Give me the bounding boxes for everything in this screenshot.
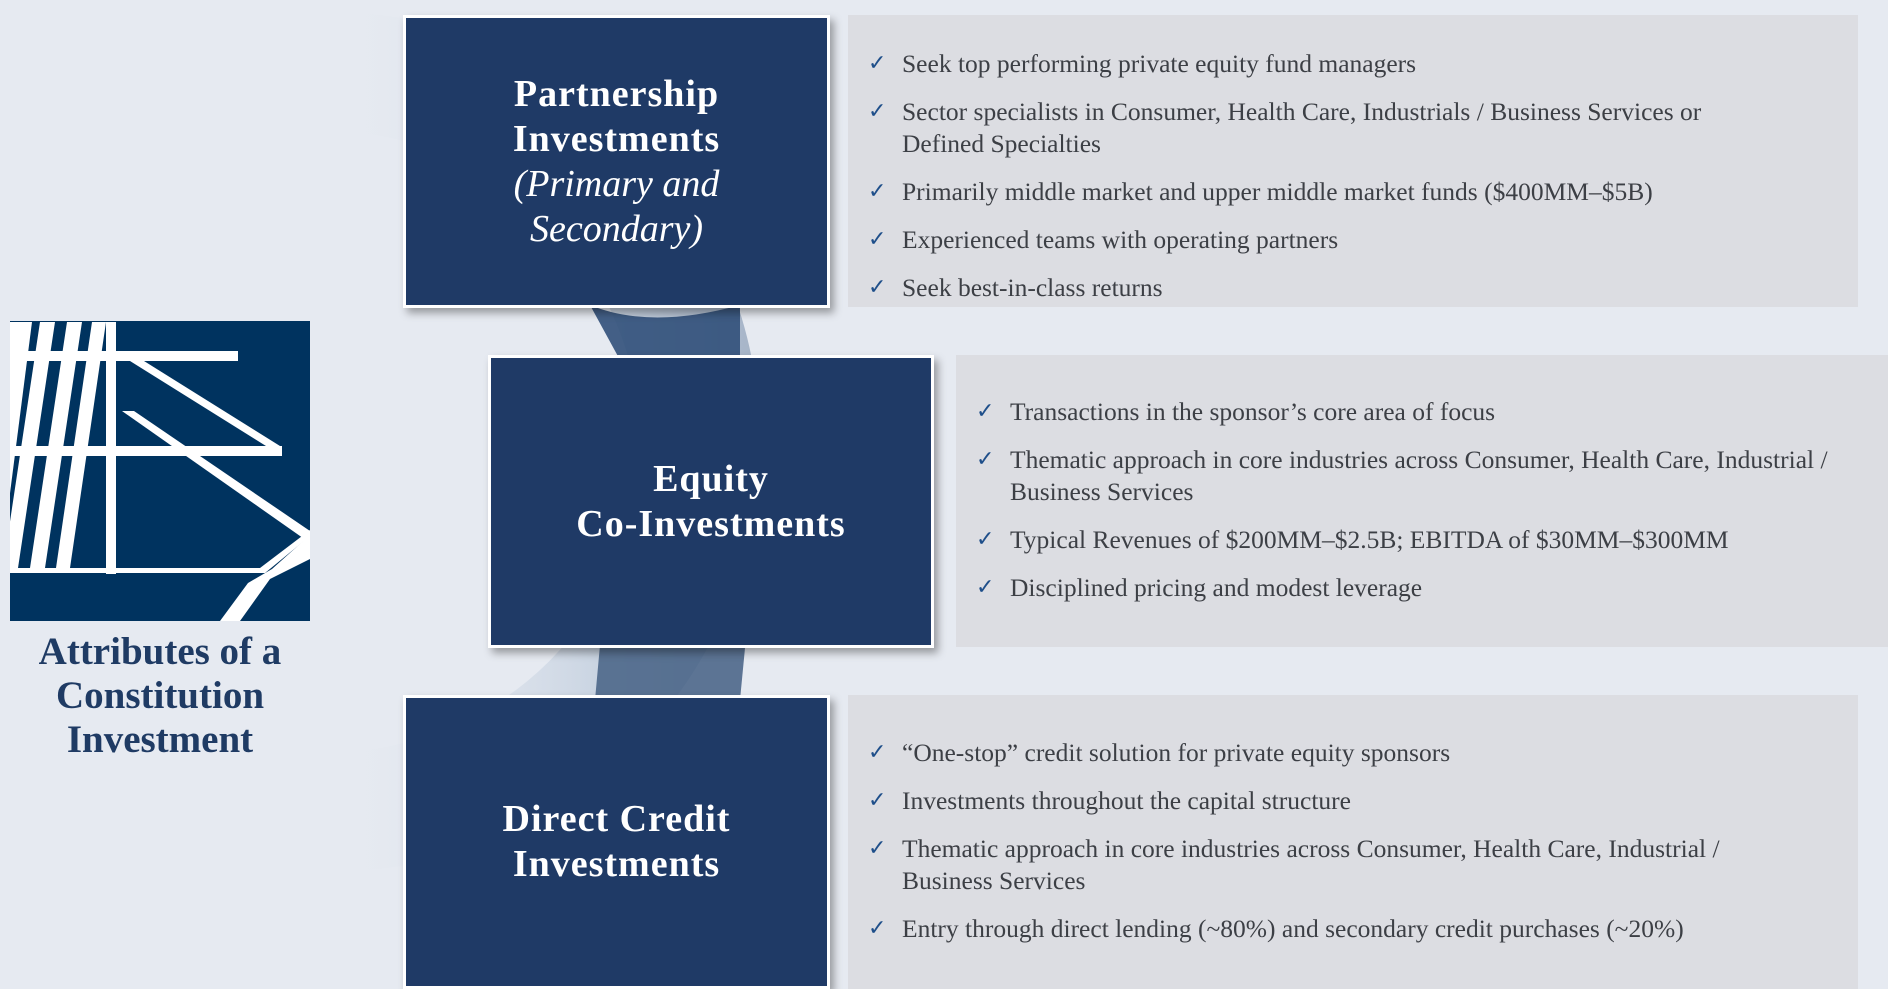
bullet-item: ✓ “One-stop” credit solution for private … [868, 737, 1838, 769]
partnership-investments-box: Partnership Investments (Primary and Sec… [403, 15, 830, 308]
bullet-item: ✓ Transactions in the sponsor’s core area… [976, 396, 1878, 428]
check-icon: ✓ [868, 916, 887, 941]
bullet-item: ✓ Seek best-in-class returns [868, 272, 1838, 304]
bullet-text: Sector specialists in Consumer, Health C… [902, 97, 1702, 158]
bullet-text: Primarily middle market and upper middle… [902, 177, 1653, 206]
check-icon: ✓ [868, 275, 887, 300]
box-title-line: Co-Investments [576, 502, 846, 545]
partnership-bullets-panel: ✓ Seek top performing private equity fund… [848, 15, 1858, 307]
check-icon: ✓ [976, 447, 995, 472]
title-line: Attributes of a [38, 630, 282, 673]
check-icon: ✓ [868, 99, 887, 124]
check-icon: ✓ [976, 527, 995, 552]
bullet-text: Disciplined pricing and modest leverage [1010, 573, 1423, 602]
bullet-text: Transactions in the sponsor’s core area … [1010, 397, 1496, 426]
direct-credit-bullets-panel: ✓ “One-stop” credit solution for private … [848, 695, 1858, 989]
bullet-item: ✓ Primarily middle market and upper middl… [868, 176, 1838, 208]
bullet-text: Entry through direct lending (~80%) and … [902, 914, 1684, 943]
equity-bullets-panel: ✓ Transactions in the sponsor’s core area… [956, 355, 1888, 647]
box-title-line: Investments [512, 843, 721, 885]
bullet-text: Thematic approach in core industries acr… [902, 834, 1720, 895]
bullet-item: ✓ Investments throughout the capital stru… [868, 785, 1838, 817]
bullet-item: ✓ Thematic approach in core industries ac… [976, 444, 1878, 508]
bullet-item: ✓ Seek top performing private equity fund… [868, 48, 1838, 80]
bullet-list: ✓ “One-stop” credit solution for private … [868, 737, 1838, 945]
box-title-line: Direct Credit [502, 798, 731, 840]
bullet-text: Thematic approach in core industries acr… [1010, 445, 1828, 506]
check-icon: ✓ [868, 179, 887, 204]
check-icon: ✓ [868, 227, 887, 252]
check-icon: ✓ [868, 788, 887, 813]
bullet-list: ✓ Seek top performing private equity fund… [868, 48, 1838, 304]
bullet-item: ✓ Disciplined pricing and modest leverage [976, 572, 1878, 604]
check-icon: ✓ [976, 575, 995, 600]
box-subtitle-line: (Primary and [513, 162, 720, 205]
constitution-logo [10, 321, 310, 621]
equity-co-investments-box: Equity Co-Investments [488, 355, 934, 648]
bullet-item: ✓ Experienced teams with operating partne… [868, 224, 1838, 256]
check-icon: ✓ [868, 836, 887, 861]
bullet-item: ✓ Thematic approach in core industries ac… [868, 833, 1838, 897]
check-icon: ✓ [976, 399, 995, 424]
box-title-line: Partnership [513, 72, 720, 115]
bullet-text: Typical Revenues of $200MM–$2.5B; EBITDA… [1010, 525, 1729, 554]
box-subtitle-line: Secondary) [529, 207, 704, 250]
title-line: Constitution [55, 674, 265, 717]
direct-credit-investments-box: Direct Credit Investments [403, 695, 830, 989]
check-icon: ✓ [868, 51, 887, 76]
title-line: Investment [66, 718, 254, 761]
bullet-text: Investments throughout the capital struc… [902, 786, 1351, 815]
bullet-text: “One-stop” credit solution for private e… [902, 738, 1451, 767]
bullet-text: Experienced teams with operating partner… [902, 225, 1339, 254]
bullet-item: ✓ Typical Revenues of $200MM–$2.5B; EBITD… [976, 524, 1878, 556]
box-title-line: Equity [653, 457, 769, 500]
bullet-item: ✓ Sector specialists in Consumer, Health … [868, 96, 1838, 160]
check-icon: ✓ [868, 740, 887, 765]
bullet-text: Seek best-in-class returns [902, 273, 1163, 302]
bullet-item: ✓ Entry through direct lending (~80%) and… [868, 913, 1838, 945]
section-title: Attributes of a Constitution Investment [10, 630, 310, 762]
bullet-list: ✓ Transactions in the sponsor’s core area… [976, 396, 1878, 604]
bullet-text: Seek top performing private equity fund … [902, 49, 1417, 78]
box-title-line: Investments [512, 117, 721, 160]
